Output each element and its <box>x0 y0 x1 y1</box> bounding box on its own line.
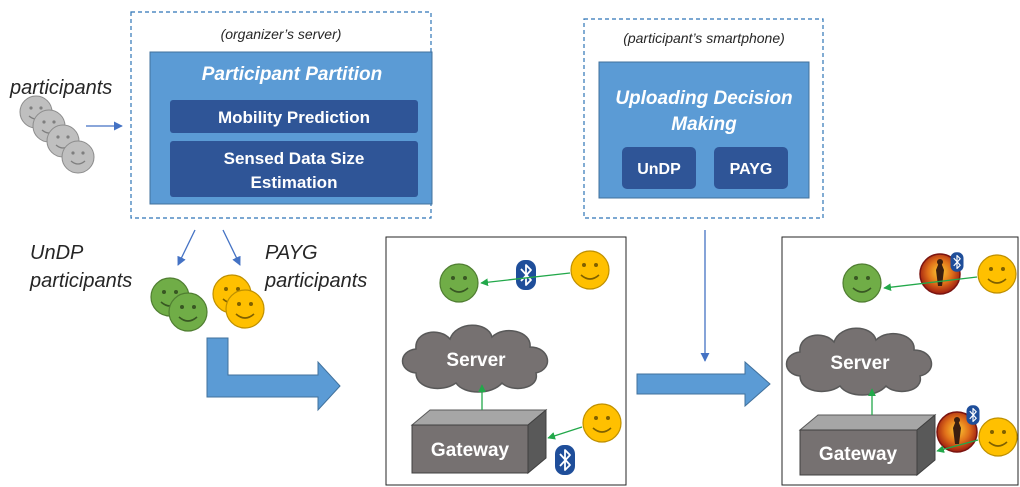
yellow-face-icon <box>225 289 265 329</box>
undp-option-box <box>622 147 696 189</box>
mobility-prediction-module <box>170 100 418 133</box>
d2d-transfer-arrow <box>480 272 571 287</box>
yellow-face-icon <box>978 417 1018 457</box>
participants-label: participants <box>9 77 112 99</box>
scenario1-gateway: Gateway <box>410 408 548 475</box>
payg-split-arrow <box>222 229 241 266</box>
undp-participants-label-line1: UnDP <box>30 242 84 264</box>
device-to-gateway-arrow <box>936 439 979 453</box>
smartphone-caption: (participant’s smartphone) <box>623 30 785 46</box>
undp-option-label: UnDP <box>637 161 681 178</box>
undp-participant-group <box>150 277 208 332</box>
scenario2-gateway: Gateway <box>798 413 937 477</box>
scenario1-server-label: Server <box>446 350 506 371</box>
bluetooth-icon <box>949 251 965 273</box>
scenario2-box: Server Gateway <box>781 236 1019 486</box>
green-face-icon <box>439 263 479 303</box>
payg-option-box <box>714 147 788 189</box>
scenario1-box: Server Gateway <box>385 236 627 486</box>
payg-participant-group <box>212 274 265 329</box>
sensed-data-size-label-line1: Sensed Data Size <box>224 149 365 168</box>
grey-face-icon <box>61 140 95 174</box>
scenario2-server-label: Server <box>830 353 890 374</box>
organizer-caption: (organizer’s server) <box>221 26 342 42</box>
green-face-icon <box>842 263 882 303</box>
d2d-transfer-arrow <box>883 276 978 292</box>
sensed-data-size-module <box>170 141 418 197</box>
smartphone-dashed-border <box>583 18 824 219</box>
undp-split-arrow <box>177 229 196 266</box>
green-face-icon <box>168 292 208 332</box>
yellow-face-icon <box>977 254 1017 294</box>
uploading-decision-title-line1: Uploading Decision <box>615 88 792 109</box>
mobility-prediction-label: Mobility Prediction <box>218 108 370 127</box>
yellow-face-icon <box>570 250 610 290</box>
scenario-transition-arrow <box>636 360 771 408</box>
smartphone-panel: (participant’s smartphone) Uploading Dec… <box>583 18 824 219</box>
bluetooth-icon <box>554 444 576 476</box>
organizer-server-panel: (organizer’s server) Participant Partiti… <box>130 11 433 219</box>
payg-option-label: PAYG <box>730 161 773 178</box>
scenario2-gateway-label: Gateway <box>819 444 898 465</box>
payg-participants-label-line1: PAYG <box>265 242 318 264</box>
yellow-face-icon <box>582 403 622 443</box>
bluetooth-icon <box>515 259 537 291</box>
scenario1-gateway-label: Gateway <box>431 440 510 461</box>
participant-partition-title: Participant Partition <box>202 64 383 85</box>
sensed-data-size-label-line2: Estimation <box>251 173 338 192</box>
uploading-decision-title-line2: Making <box>671 114 737 135</box>
undp-participants-label-line2: participants <box>29 270 132 292</box>
bluetooth-icon <box>965 404 981 426</box>
device-to-gateway-arrow <box>547 426 583 440</box>
payg-participants-label-line2: participants <box>264 270 367 292</box>
participant-group-grey <box>19 95 95 174</box>
bent-flow-arrow <box>206 337 341 412</box>
